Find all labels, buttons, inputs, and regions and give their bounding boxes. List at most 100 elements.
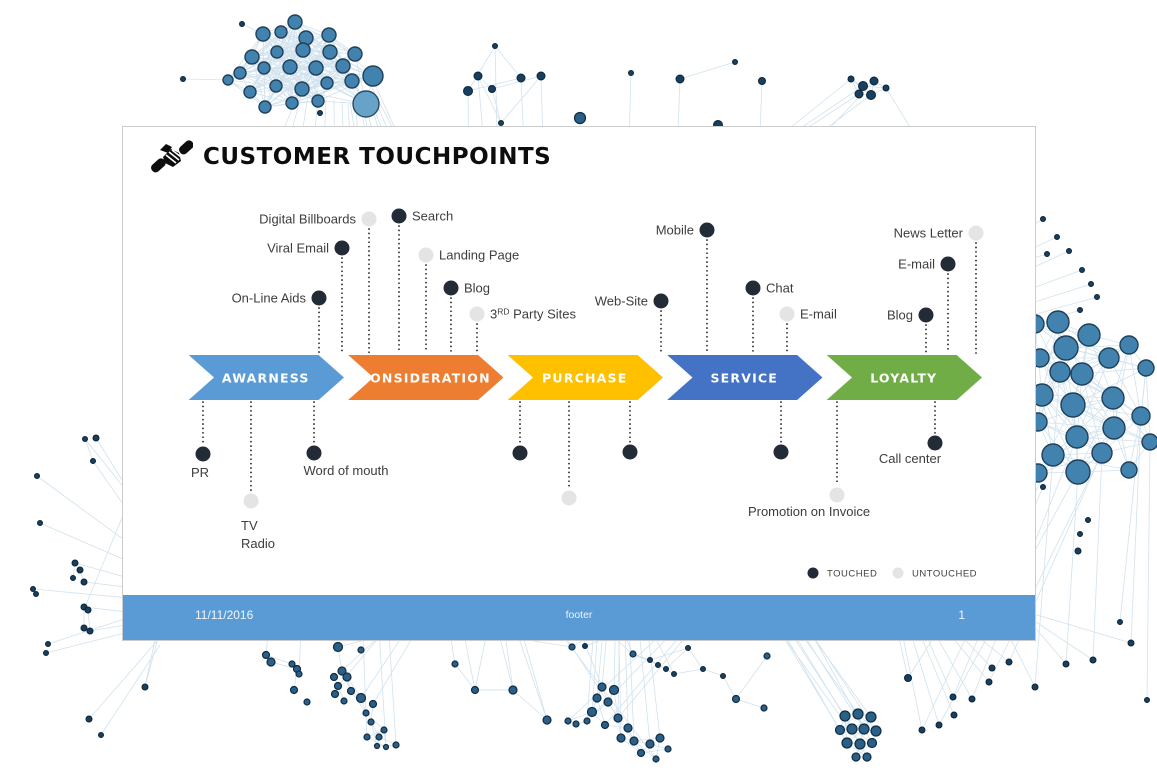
- stage-label: SERVICE: [710, 371, 778, 386]
- network-node: [84, 606, 92, 614]
- touchpoint-dot: [927, 435, 943, 451]
- network-edge: [1037, 347, 1067, 423]
- network-edge: [289, 66, 353, 82]
- touchpoint-dot: [653, 293, 669, 309]
- network-node: [1066, 248, 1072, 254]
- touchpoint-dot: [469, 306, 485, 322]
- network-node: [498, 120, 504, 126]
- network-node: [616, 733, 626, 743]
- network-node: [1065, 459, 1091, 485]
- network-node: [80, 624, 88, 632]
- stage-label: PURCHASE: [542, 371, 627, 386]
- stage-label: CONSIDERATION: [360, 371, 491, 386]
- network-edge: [500, 75, 542, 124]
- network-node: [340, 697, 348, 705]
- network-node: [375, 733, 383, 741]
- network-node: [282, 59, 298, 75]
- network-node: [288, 660, 296, 668]
- network-node: [854, 738, 866, 750]
- network-node: [870, 725, 882, 737]
- network-edge: [264, 82, 328, 108]
- network-node: [655, 662, 661, 668]
- network-node: [90, 458, 96, 464]
- touchpoint-dot: [745, 280, 761, 296]
- footer-page-number: 1: [958, 608, 965, 622]
- network-edge: [251, 34, 330, 58]
- network-node: [858, 723, 870, 735]
- network-edge: [673, 668, 704, 675]
- network-node: [671, 671, 677, 677]
- network-node: [344, 73, 360, 89]
- network-node: [320, 76, 334, 90]
- network-node: [270, 45, 284, 59]
- network-node: [362, 65, 384, 87]
- network-node: [862, 752, 872, 762]
- network-node: [1101, 386, 1125, 410]
- network-edge: [679, 61, 736, 80]
- network-node: [731, 694, 741, 704]
- touchpoint-dot: [918, 307, 934, 323]
- network-edge: [491, 75, 542, 90]
- network-node: [1040, 484, 1046, 490]
- network-edge: [1059, 344, 1130, 373]
- network-node: [1070, 362, 1094, 386]
- network-edge: [1077, 397, 1114, 473]
- network-node: [332, 641, 344, 653]
- network-node: [655, 733, 665, 743]
- touchpoint-label: Word of mouth: [303, 463, 388, 478]
- touchpoint-dot: [773, 444, 789, 460]
- network-node: [1088, 281, 1094, 287]
- touchpoint-dot: [512, 445, 528, 461]
- network-node: [542, 715, 552, 725]
- network-node: [647, 657, 653, 663]
- network-node: [86, 627, 94, 635]
- network-edge: [1039, 357, 1078, 438]
- network-node: [685, 645, 691, 651]
- network-edge: [1145, 367, 1151, 443]
- network-node: [1079, 267, 1085, 273]
- network-node: [636, 748, 646, 758]
- network-edge: [251, 56, 344, 67]
- stage-arrow: [661, 353, 826, 402]
- network-edge: [289, 66, 374, 77]
- touchpoint-label: PR: [191, 465, 209, 480]
- network-node: [43, 650, 49, 656]
- network-node: [841, 737, 853, 749]
- network-node: [98, 732, 104, 738]
- network-node: [141, 683, 149, 691]
- network-node: [516, 73, 526, 83]
- touchpoint-dot: [311, 290, 327, 306]
- network-node: [592, 693, 602, 703]
- network-node: [536, 71, 546, 81]
- network-edge: [1041, 394, 1079, 473]
- touchpoint-dot: [195, 446, 211, 462]
- network-node: [380, 726, 388, 734]
- network-node: [34, 473, 40, 479]
- network-node: [362, 709, 370, 717]
- network-edge: [454, 663, 476, 691]
- network-node: [335, 58, 351, 74]
- network-node: [572, 720, 580, 728]
- network-edge: [512, 689, 548, 721]
- network-node: [337, 666, 347, 676]
- network-edge: [1081, 373, 1103, 454]
- network-node: [1089, 656, 1097, 664]
- network-node: [629, 736, 639, 746]
- network-node: [652, 755, 660, 763]
- network-edge: [301, 65, 344, 90]
- touchpoint-label: Web-Site: [595, 294, 648, 309]
- network-node: [285, 96, 299, 110]
- network-node: [80, 578, 88, 586]
- network-node: [1062, 660, 1070, 668]
- network-node: [1074, 547, 1082, 555]
- network-node: [508, 685, 518, 695]
- network-node: [82, 436, 88, 442]
- stage-arrow: [821, 353, 986, 402]
- network-edge: [84, 438, 94, 462]
- network-node: [629, 650, 637, 658]
- legend-dot: [807, 567, 819, 579]
- network-node: [488, 85, 496, 93]
- touchpoint-dot: [699, 222, 715, 238]
- touchpoint-label: Chat: [766, 281, 794, 296]
- footer-date: 11/11/2016: [195, 608, 254, 622]
